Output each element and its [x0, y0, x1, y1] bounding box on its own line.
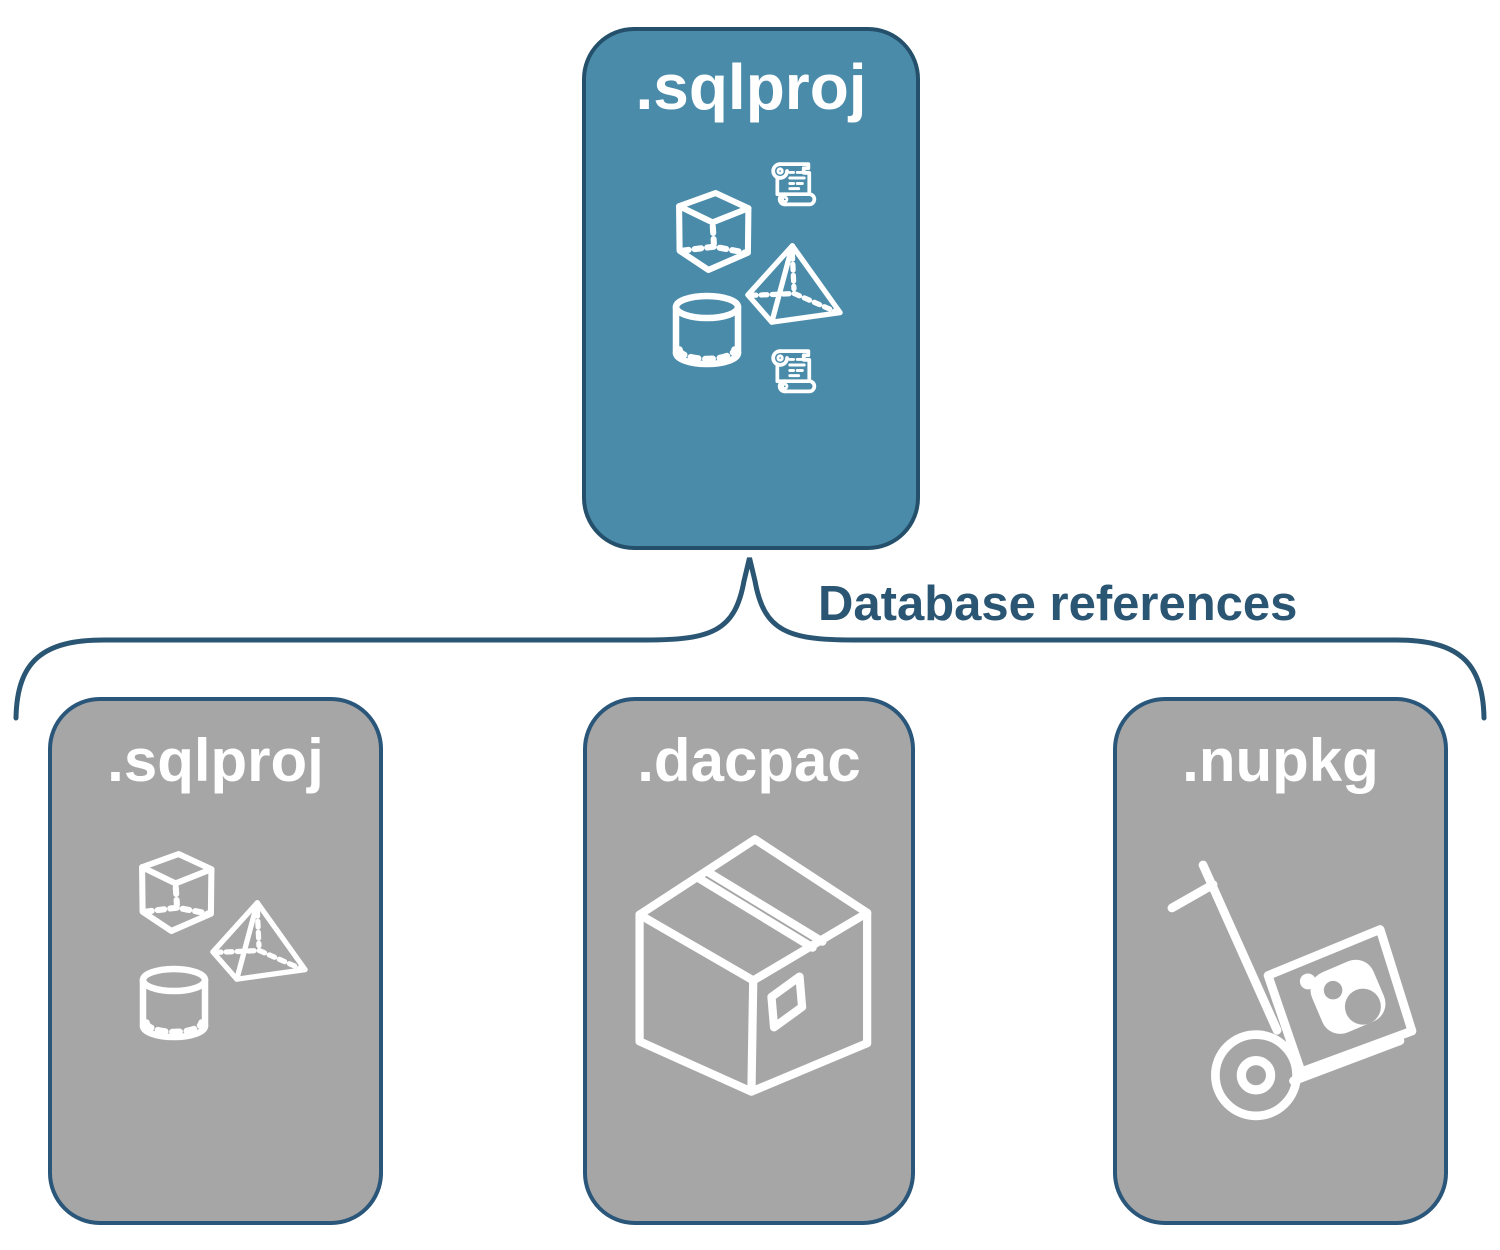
- node-sqlproj-source: .sqlproj: [582, 27, 920, 550]
- node-dacpac: .dacpac: [583, 697, 915, 1225]
- pyramid-icon: [209, 897, 309, 983]
- scroll-icon: [766, 346, 822, 396]
- pyramid-icon: [744, 240, 844, 326]
- node-title: .nupkg: [1182, 727, 1379, 794]
- connector-label: Database references: [818, 577, 1298, 631]
- brace-connector: [13, 557, 1487, 721]
- node-nupkg: .nupkg: [1113, 697, 1448, 1225]
- node-title: .sqlproj: [107, 727, 324, 794]
- cube-icon: [675, 189, 753, 274]
- node-title: .dacpac: [637, 727, 861, 794]
- package-box-icon: [628, 819, 880, 1107]
- hand-truck-package-icon: [1165, 837, 1422, 1132]
- cylinder-icon: [139, 965, 209, 1043]
- scroll-icon: [766, 159, 822, 209]
- cylinder-icon: [672, 292, 742, 370]
- node-title: .sqlproj: [635, 51, 867, 123]
- node-sqlproj-target: .sqlproj: [48, 697, 383, 1225]
